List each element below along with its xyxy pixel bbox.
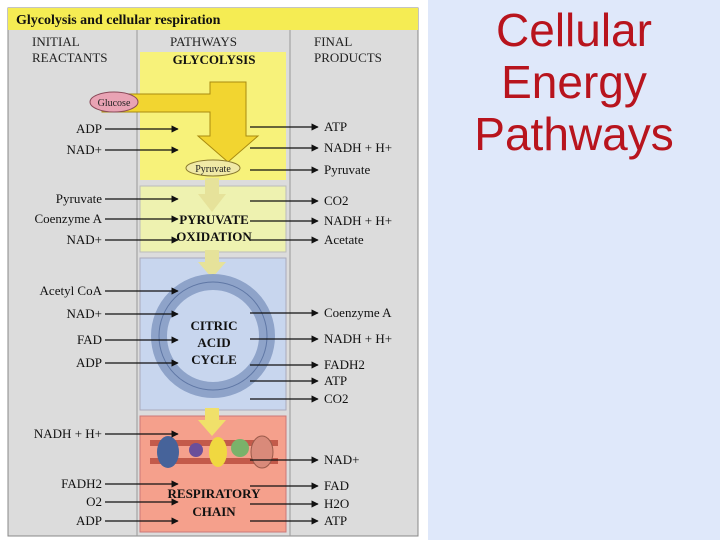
glucose-label: Glucose (98, 98, 131, 109)
complex-protein (157, 436, 179, 468)
reactant-label: FAD (77, 332, 102, 347)
product-label: Acetate (324, 232, 364, 247)
complex-protein (250, 435, 274, 469)
reactant-label: Acetyl CoA (40, 283, 103, 298)
product-label: Pyruvate (324, 162, 370, 177)
title-panel (428, 0, 720, 540)
stage-panel-respiratory-chain (139, 415, 287, 533)
connector-arrow (205, 178, 219, 196)
header-initial-line: REACTANTS (32, 50, 108, 65)
header-final-line: PRODUCTS (314, 50, 382, 65)
title-line: Cellular (496, 4, 652, 56)
product-label: FAD (324, 478, 349, 493)
figure-caption: Glycolysis and cellular respiration (16, 13, 221, 28)
glycolysis-flow-arrow (101, 81, 260, 163)
connector-arrow-head (198, 420, 226, 436)
reactant-label: NAD+ (67, 306, 103, 321)
pyruvate-label: Pyruvate (195, 164, 231, 175)
product-label: NADH + H+ (324, 213, 392, 228)
connector-arrow-head (198, 194, 226, 212)
title-line: Energy (501, 56, 647, 108)
product-label: CO2 (324, 193, 349, 208)
reactant-label: Pyruvate (56, 191, 102, 206)
slide-title: Cellular Energy Pathways (428, 4, 720, 160)
caption-bar (8, 8, 418, 30)
product-label: Coenzyme A (324, 305, 392, 320)
product-label: NAD+ (324, 452, 360, 467)
complex-protein (231, 439, 249, 457)
product-label: ATP (324, 513, 347, 528)
header-initial-line: INITIAL (32, 34, 80, 49)
reactant-label: O2 (86, 494, 102, 509)
product-label: CO2 (324, 391, 349, 406)
stage-name: OXIDATION (176, 229, 252, 244)
complex-protein (189, 443, 203, 457)
glucose-shape (89, 91, 139, 113)
header-final-line: FINAL (314, 34, 352, 49)
reactant-label: ADP (76, 355, 102, 370)
stage-name: GLYCOLYSIS (173, 52, 256, 67)
pyruvate-shape (185, 159, 241, 177)
respiration-figure: Glycolysis and cellular respiration INIT… (7, 7, 419, 537)
pathway-diagram: Glycolysis and cellular respiration INIT… (7, 7, 419, 537)
reactant-label: ADP (76, 513, 102, 528)
reactant-label: Coenzyme A (34, 211, 102, 226)
connector-arrow (205, 250, 219, 264)
reactant-label: ADP (76, 121, 102, 136)
product-label: ATP (324, 373, 347, 388)
stage-name: PYRUVATE (179, 212, 249, 227)
stage-name: CITRIC (191, 318, 238, 333)
reactant-label: NAD+ (67, 232, 103, 247)
citric-cycle-ring-outline (158, 281, 268, 391)
product-label: FADH2 (324, 357, 365, 372)
title-line: Pathways (474, 108, 674, 160)
reactant-label: NADH + H+ (34, 426, 102, 441)
stage-name: CHAIN (192, 504, 236, 519)
complex-protein (209, 437, 227, 467)
product-label: NADH + H+ (324, 331, 392, 346)
product-label: H2O (324, 496, 349, 511)
reactant-label: FADH2 (61, 476, 102, 491)
stage-name: CYCLE (191, 352, 237, 367)
product-label: ATP (324, 119, 347, 134)
reactant-label: NAD+ (67, 142, 103, 157)
header-pathways: PATHWAYS (170, 34, 237, 49)
product-label: NADH + H+ (324, 140, 392, 155)
stage-name: ACID (197, 335, 230, 350)
stage-names: GLYCOLYSIS PYRUVATE OXIDATION CITRIC ACID CYC… (168, 52, 262, 519)
connector-arrow (205, 408, 219, 422)
stage-name: RESPIRATORY (168, 486, 262, 501)
connector-arrow-head (198, 262, 226, 278)
